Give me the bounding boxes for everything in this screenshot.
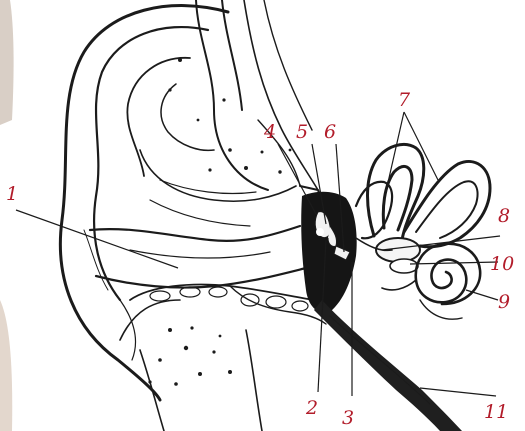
- left-edge-photo-fragment: [0, 0, 14, 431]
- label-10: 10: [490, 253, 514, 275]
- leader-line-10: [410, 262, 498, 264]
- label-6: 6: [324, 121, 336, 143]
- label-7: 7: [398, 89, 411, 111]
- mastoid-region: [120, 285, 326, 431]
- label-8: 8: [498, 205, 510, 227]
- label-5: 5: [296, 121, 308, 143]
- label-4: 4: [263, 121, 276, 143]
- label-3: 3: [342, 407, 354, 429]
- leader-line-7a: [384, 112, 404, 200]
- eustachian-tube: [314, 300, 462, 431]
- vestibule: [356, 238, 420, 273]
- auricle: [60, 6, 250, 400]
- labels: 1 2 3 4 5 6 7 8 9 10 11: [6, 89, 514, 429]
- leader-line-11: [420, 388, 496, 396]
- bone-texture: [168, 58, 291, 174]
- label-2: 2: [305, 397, 318, 419]
- label-9: 9: [498, 291, 510, 313]
- ear-canal: [90, 226, 306, 288]
- label-1: 1: [6, 183, 18, 205]
- middle-ear-cavity: [301, 192, 356, 313]
- leader-line-1: [16, 210, 178, 268]
- semicircular-canals: [356, 144, 490, 246]
- label-11: 11: [484, 401, 508, 423]
